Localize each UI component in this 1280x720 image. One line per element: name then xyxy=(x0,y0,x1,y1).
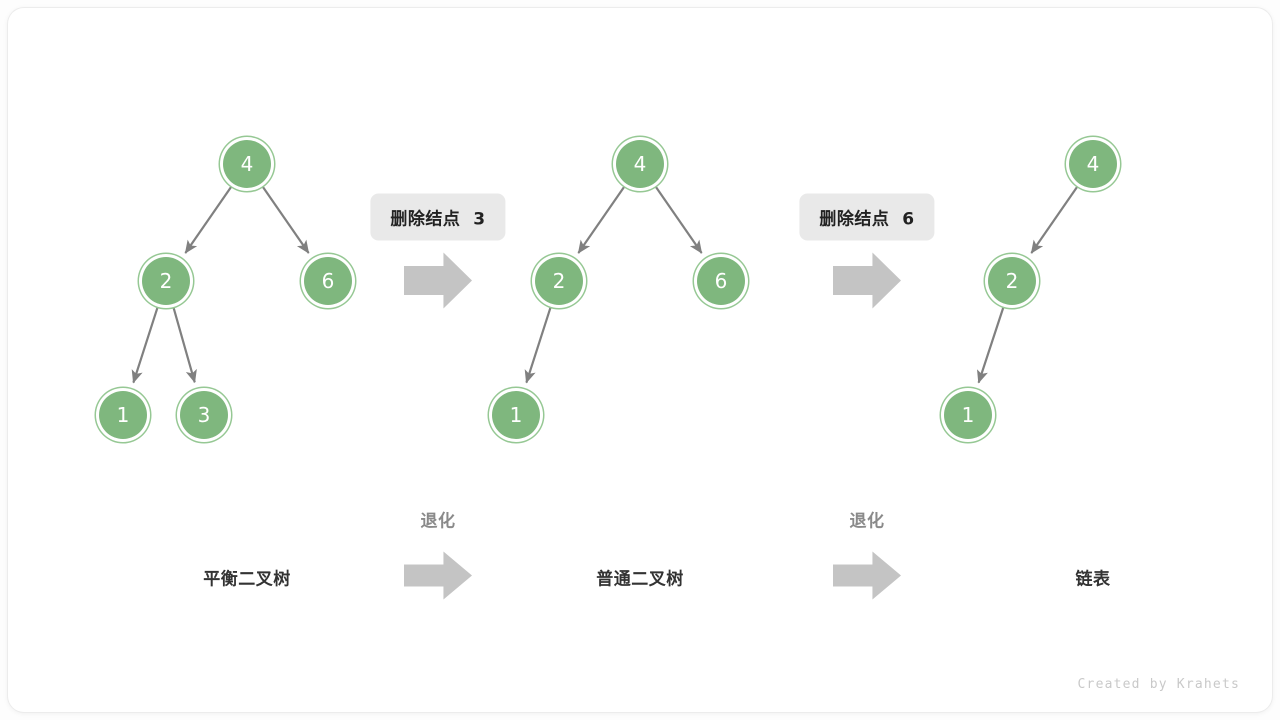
tree-edge xyxy=(262,186,310,254)
tree-node: 4 xyxy=(1069,140,1117,188)
tree-edge xyxy=(172,307,197,384)
structure-name-label: 普通二叉树 xyxy=(596,569,684,590)
tree-edge xyxy=(977,307,1005,384)
degradation-arrow-icon xyxy=(833,551,901,605)
tree-edges xyxy=(131,186,1078,384)
degradation-caption: 退化 xyxy=(849,511,885,532)
degradation-arrow-icon xyxy=(404,551,472,605)
degradation-caption: 退化 xyxy=(420,511,456,532)
tree-node: 4 xyxy=(616,140,664,188)
tree-node: 2 xyxy=(988,257,1036,305)
tree-node: 1 xyxy=(944,391,992,439)
tree-edge xyxy=(1030,186,1078,254)
tree-edge xyxy=(131,307,159,384)
tree-edge xyxy=(577,186,625,254)
transition-arrow-icon xyxy=(833,252,901,314)
tree-node: 1 xyxy=(492,391,540,439)
structure-name-label: 平衡二叉树 xyxy=(203,569,291,590)
tree-node: 6 xyxy=(304,257,352,305)
tree-edge xyxy=(655,186,703,254)
tree-node: 3 xyxy=(180,391,228,439)
tree-node: 1 xyxy=(99,391,147,439)
tree-node: 6 xyxy=(697,257,745,305)
tree-node: 2 xyxy=(535,257,583,305)
transition-arrow-icon xyxy=(404,252,472,314)
diagram-card xyxy=(8,8,1272,712)
tree-node: 4 xyxy=(223,140,271,188)
tree-edge xyxy=(184,186,232,254)
structure-name-label: 链表 xyxy=(1075,569,1111,590)
operation-label-chip: 删除结点 6 xyxy=(799,193,935,241)
watermark-credit: Created by Krahets xyxy=(1077,677,1240,692)
tree-node: 2 xyxy=(142,257,190,305)
tree-edge xyxy=(524,307,552,384)
operation-label-chip: 删除结点 3 xyxy=(370,193,506,241)
